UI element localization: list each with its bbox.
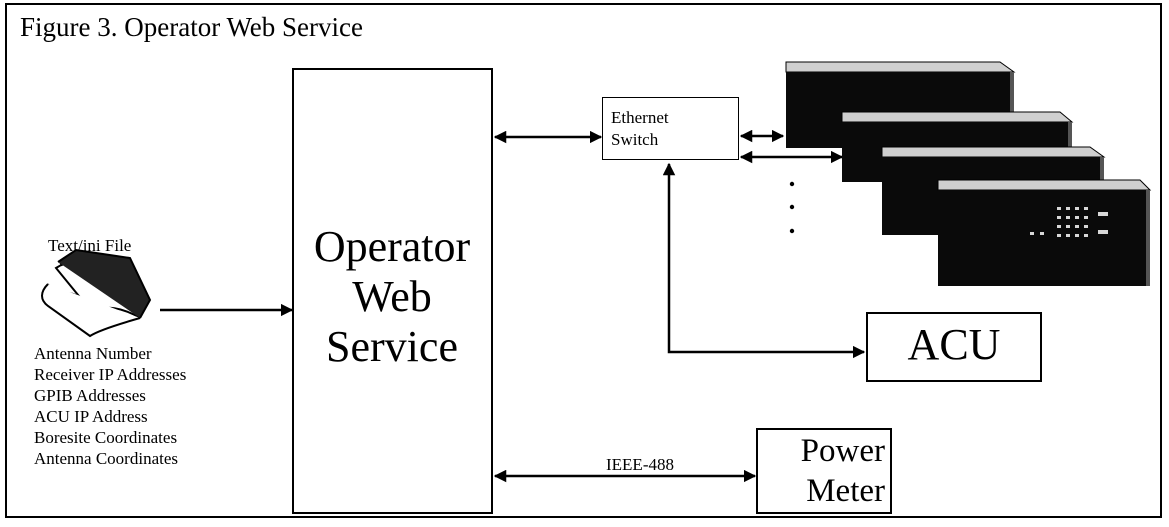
receiver-unit-4 (937, 179, 1152, 286)
figure-title: Figure 3. Operator Web Service (20, 12, 363, 42)
list-item: Antenna Coordinates (34, 449, 178, 468)
figure-frame (5, 3, 1162, 518)
operator-web-service-box (292, 68, 493, 514)
more-receivers-dots (789, 181, 795, 234)
power-meter-box (756, 428, 892, 514)
list-item: Antenna Number (34, 344, 152, 363)
power-meter-label: Power Meter (800, 433, 885, 509)
ethernet-switch-label: Ethernet Switch (611, 108, 669, 149)
list-item: Receiver IP Addresses (34, 365, 187, 384)
file-contents-list: Antenna Number Receiver IP Addresses GPI… (34, 343, 186, 469)
ieee-488-label: IEEE-488 (606, 455, 674, 474)
ethernet-switch-box (602, 97, 739, 160)
text-ini-file-label: Text/ini File (48, 236, 132, 255)
operator-web-service-label: Operator Web Service (313, 222, 471, 371)
acu-label: ACU (907, 320, 1001, 369)
list-item: GPIB Addresses (34, 386, 146, 405)
acu-box (866, 312, 1042, 382)
list-item: Boresite Coordinates (34, 428, 178, 447)
switch-acu-arrow (662, 162, 866, 359)
list-item: ACU IP Address (34, 407, 148, 426)
document-icon (41, 248, 152, 338)
